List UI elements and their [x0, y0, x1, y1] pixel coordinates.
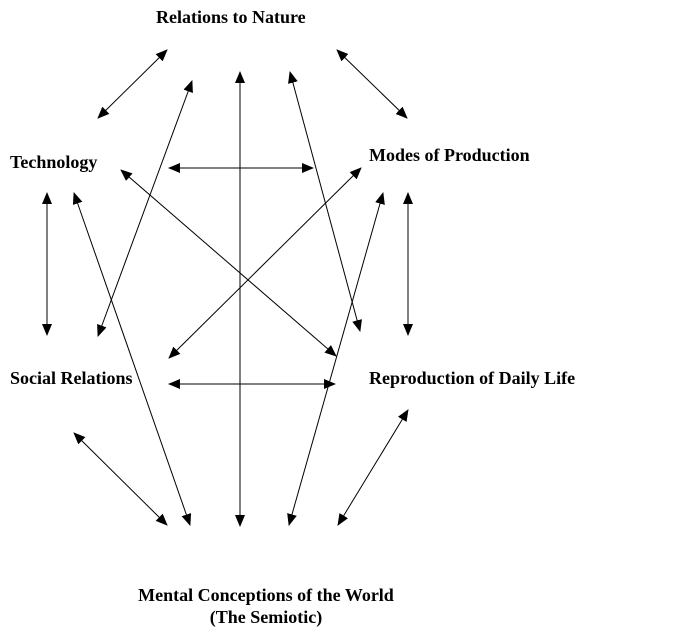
arrow-relations-to-nature-to-reproduction-of-daily-life [288, 71, 362, 332]
arrow-modes-of-production-to-mental-conceptions [287, 192, 385, 526]
node-reproduction-of-daily-life: Reproduction of Daily Life [369, 368, 576, 388]
arrow-relations-to-nature-to-technology [97, 49, 168, 119]
node-relations-to-nature: Relations to Nature [156, 7, 306, 27]
arrow-modes-of-production-to-social-relations [168, 167, 362, 359]
node-modes-of-production: Modes of Production [369, 145, 530, 165]
arrow-technology-to-mental-conceptions [72, 192, 192, 526]
arrow-layer [42, 49, 413, 527]
node-technology: Technology [10, 152, 98, 172]
arrow-reproduction-of-daily-life-to-mental-conceptions [337, 409, 409, 526]
node-mental-conceptions-title: Mental Conceptions of the World [138, 585, 394, 605]
arrow-relations-to-nature-to-social-relations [97, 80, 193, 337]
node-mental-conceptions: Mental Conceptions of the World (The Sem… [80, 584, 452, 628]
arrow-technology-to-reproduction-of-daily-life [120, 169, 337, 357]
node-mental-conceptions-subtitle: (The Semiotic) [209, 607, 323, 627]
arrow-social-relations-to-mental-conceptions [73, 432, 168, 526]
arrow-relations-to-nature-to-modes-of-production [336, 49, 408, 119]
